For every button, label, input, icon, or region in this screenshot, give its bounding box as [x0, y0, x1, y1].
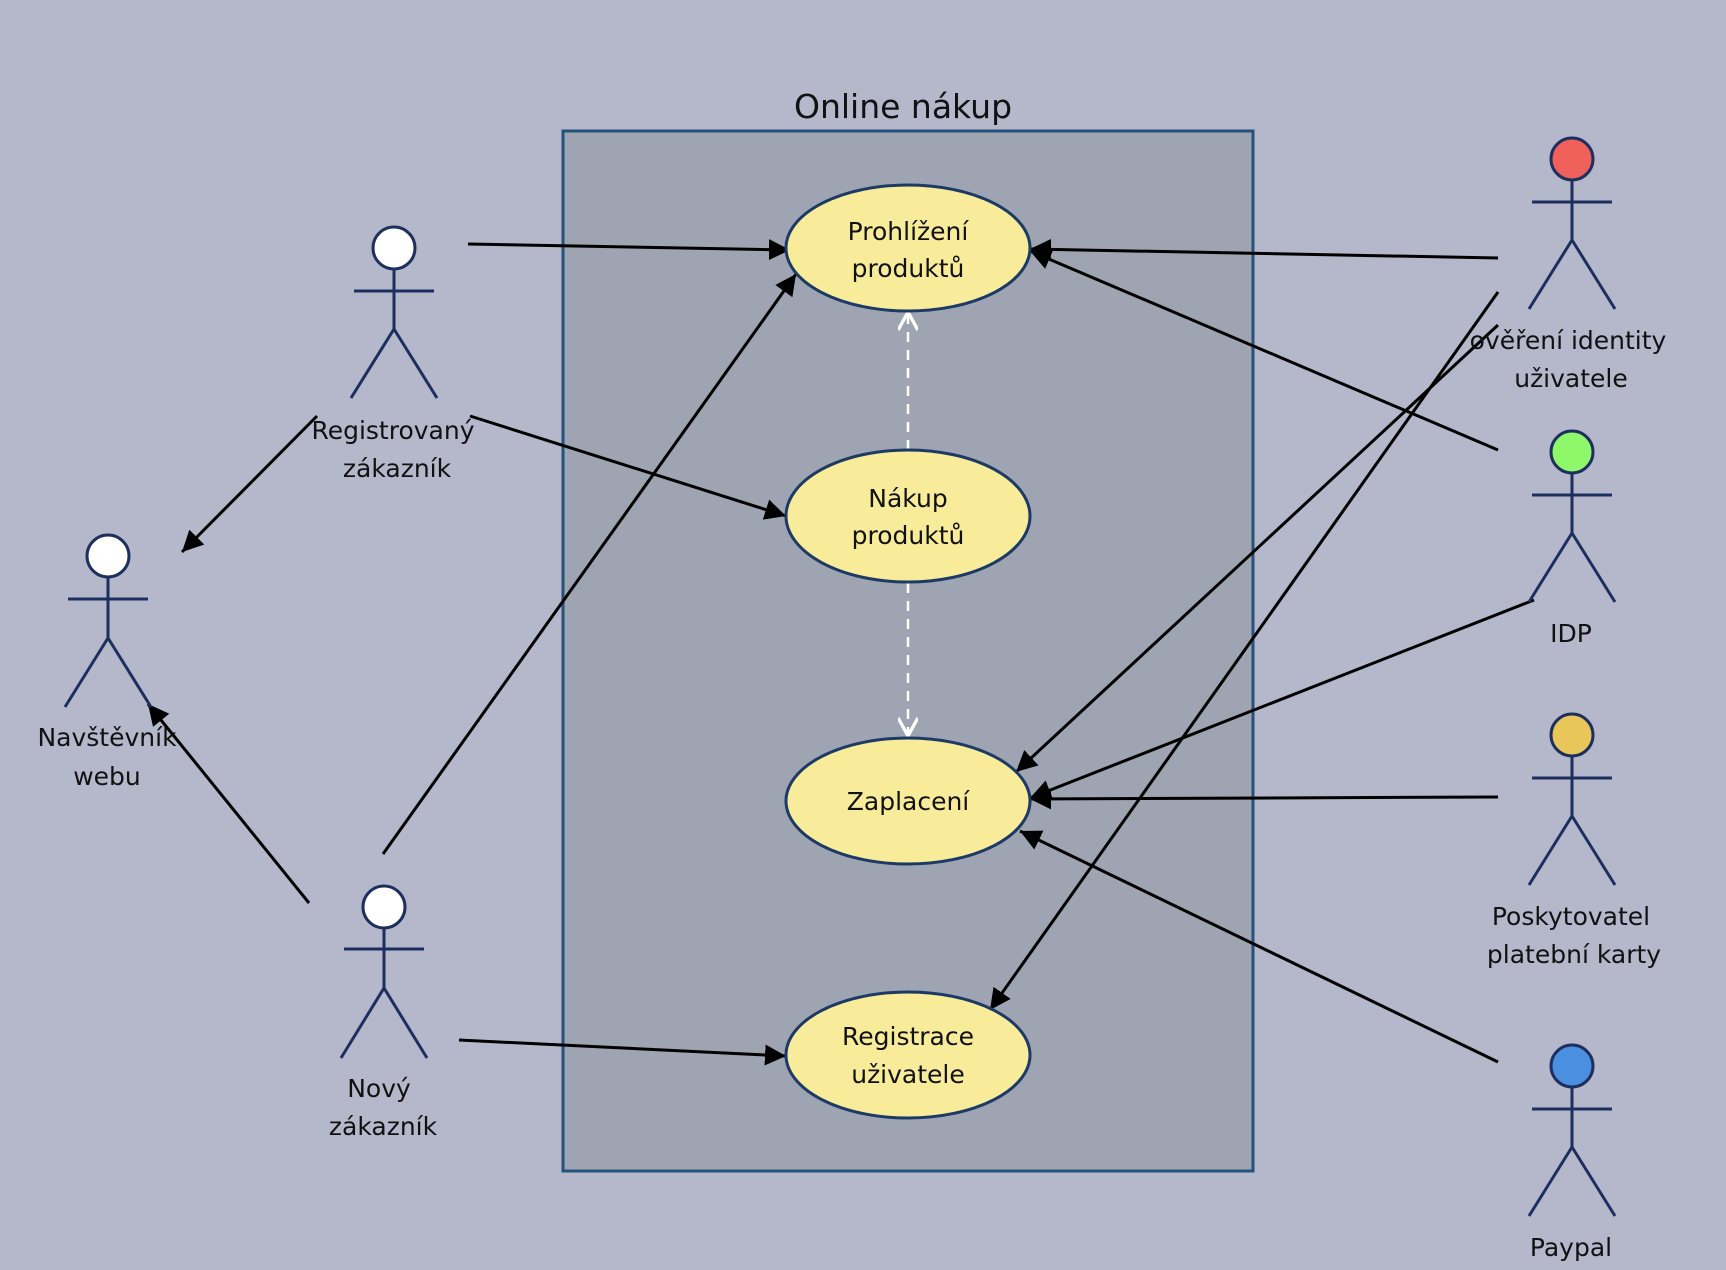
association-idp-to-prohlizeni: [1029, 249, 1499, 452]
stick-figure-icon: [1527, 473, 1617, 603]
actor-navstevnik-webu[interactable]: Navštěvník webu: [37, 533, 177, 791]
actor-paypal[interactable]: Paypal: [1527, 1043, 1617, 1262]
use-case-label: Nákup: [868, 484, 947, 513]
stick-figure-icon: [339, 928, 429, 1059]
use-case-label: Registrace: [842, 1022, 974, 1051]
use-case-prohlizeni-produktu[interactable]: Prohlížení produktů: [784, 183, 1032, 313]
use-case-label: produktů: [852, 254, 965, 283]
actor-registrovany-zakaznik[interactable]: Registrovaný zákazník: [311, 225, 475, 483]
actor-label: Navštěvník: [37, 723, 177, 752]
actor-label: zákazník: [329, 1112, 438, 1141]
use-case-registrace-uzivatele[interactable]: Registrace uživatele: [784, 990, 1032, 1120]
actor-label: Registrovaný: [311, 416, 474, 445]
use-case-zaplaceni[interactable]: Zaplacení: [784, 736, 1032, 866]
association-overeni-to-zaplaceni: [1014, 323, 1500, 774]
use-case-label: Prohlížení: [848, 217, 970, 246]
association-registrovany-to-prohlizeni: [467, 239, 791, 261]
actor-head: [1549, 136, 1595, 182]
association-novy-to-prohlizeni: [381, 273, 798, 855]
actor-head: [371, 225, 417, 271]
association-idp-to-zaplaceni: [1029, 598, 1535, 801]
actor-label: ověření identity: [1470, 326, 1667, 355]
actor-head: [361, 884, 407, 930]
use-case-label: uživatele: [851, 1060, 965, 1089]
association-overeni-to-prohlizeni: [1029, 238, 1499, 260]
stick-figure-icon: [63, 577, 153, 708]
connector-layer: [146, 238, 1535, 1066]
association-paypal-to-zaplaceni: [1019, 829, 1499, 1064]
actor-label: Paypal: [1530, 1233, 1612, 1262]
stick-figure-icon: [1527, 1087, 1617, 1217]
association-novy-to-navstevnik: [146, 703, 311, 904]
actor-head: [1549, 1043, 1595, 1089]
actor-label: Nový: [347, 1074, 411, 1103]
actor-label: Poskytovatel: [1492, 902, 1650, 931]
actor-novy-zakaznik[interactable]: Nový zákazník: [329, 884, 438, 1141]
actor-label: IDP: [1550, 619, 1592, 648]
actor-label: webu: [73, 762, 141, 791]
actor-head: [1549, 712, 1595, 758]
association-registrovany-to-nakup: [469, 414, 787, 520]
actor-label: uživatele: [1514, 364, 1628, 393]
association-poskytovatel-to-zaplaceni: [1029, 788, 1499, 810]
stick-figure-icon: [349, 269, 439, 399]
system-title: Online nákup: [794, 87, 1012, 126]
association-overeni-to-registrace: [988, 291, 1500, 1011]
stick-figure-icon: [1527, 756, 1617, 886]
stick-figure-icon: [1527, 180, 1617, 310]
association-registrovany-to-navstevnik: [180, 414, 319, 554]
actor-overeni-identity-uzivatele[interactable]: ověření identity uživatele: [1470, 136, 1667, 393]
actor-poskytovatel-platebni-karty[interactable]: Poskytovatel platební karty: [1487, 712, 1661, 969]
actor-head: [85, 533, 131, 579]
association-novy-to-registrace: [458, 1038, 787, 1066]
actor-idp[interactable]: IDP: [1527, 429, 1617, 648]
use-case-label: Zaplacení: [847, 787, 971, 816]
actor-label: zákazník: [343, 454, 452, 483]
use-case-label: produktů: [852, 521, 965, 550]
actor-head: [1549, 429, 1595, 475]
use-case-nakup-produktu[interactable]: Nákup produktů: [784, 448, 1032, 584]
actor-label: platební karty: [1487, 940, 1661, 969]
